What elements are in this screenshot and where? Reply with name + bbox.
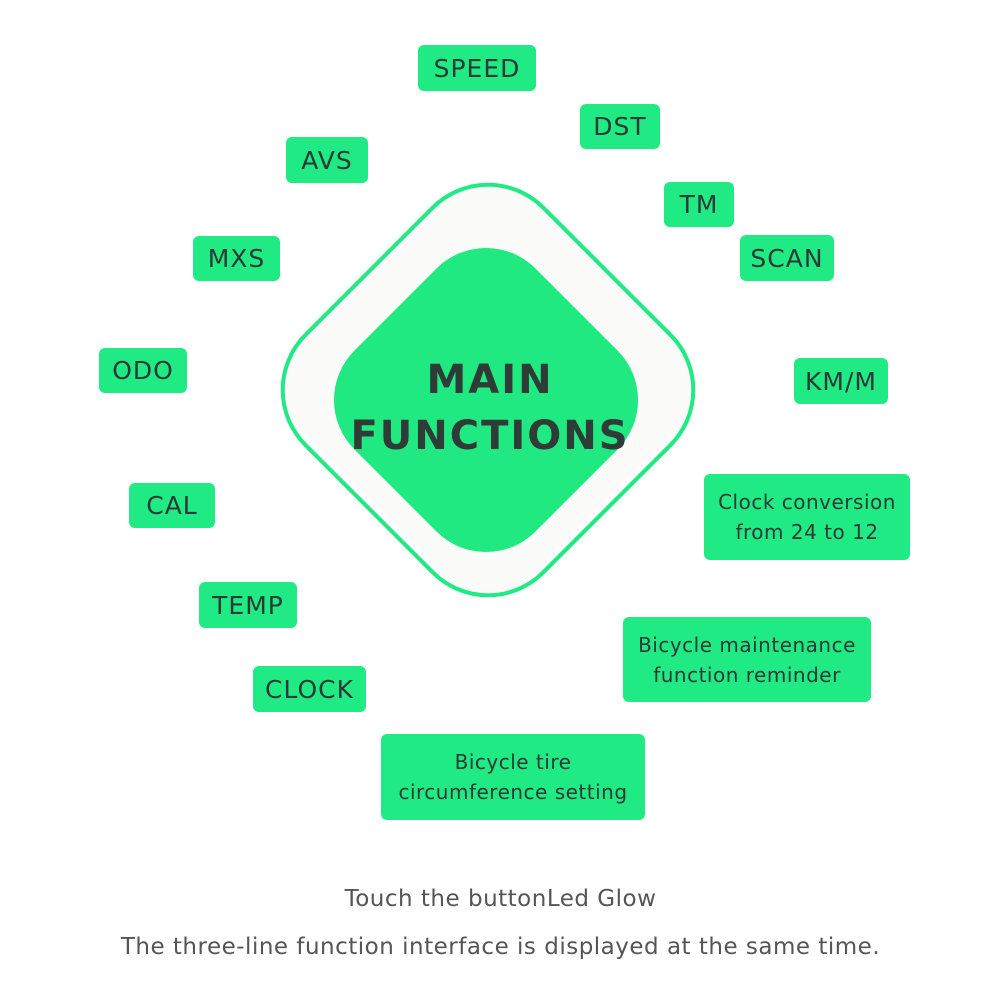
function-tag-label: TM — [679, 190, 719, 219]
function-tag-dst: DST — [580, 104, 660, 149]
function-tag-label: AVS — [301, 145, 353, 175]
function-tag-label: ODO — [112, 356, 174, 385]
caption-line-1: Touch the buttonLed Glow — [344, 886, 657, 912]
function-tag-label: TEMP — [212, 590, 284, 620]
function-tag-clock-conversion: Clock conversion from 24 to 12 — [704, 474, 910, 560]
function-tag-temp: TEMP — [199, 582, 297, 628]
function-tag-tm: TM — [664, 182, 734, 227]
function-tag-line: circumference setting — [398, 780, 628, 804]
function-tag-line: Bicycle maintenance — [638, 632, 856, 657]
function-tag-label: SCAN — [750, 243, 824, 273]
center-title-line-2: FUNCTIONS — [350, 413, 630, 459]
function-tag-clock: CLOCK — [253, 666, 366, 712]
function-tag-label: SPEED — [433, 53, 521, 83]
function-tag-label: CLOCK — [264, 674, 355, 704]
function-tag-line: Clock conversion — [718, 490, 896, 514]
function-tag-scan: SCAN — [740, 235, 834, 281]
function-tag-tire-circumference: Bicycle tire circumference setting — [381, 734, 645, 820]
function-tag-label: DST — [593, 112, 647, 141]
function-tag-cal: CAL — [129, 483, 215, 528]
function-tag-label: MXS — [207, 244, 266, 273]
function-tag-odo: ODO — [99, 348, 187, 393]
function-tag-mxs: MXS — [193, 236, 280, 281]
function-tag-line: Bicycle tire — [454, 750, 572, 774]
center-title-line-1: MAIN — [426, 357, 554, 403]
function-tag-km-m: KM/M — [794, 358, 888, 404]
function-tag-label: CAL — [146, 491, 198, 520]
function-tag-line: function reminder — [653, 662, 841, 687]
function-tag-maintenance: Bicycle maintenance function reminder — [623, 617, 871, 702]
function-tag-speed: SPEED — [418, 45, 536, 91]
function-tag-line: from 24 to 12 — [735, 520, 879, 544]
function-tag-label: KM/M — [805, 366, 877, 396]
caption-line-2: The three-line function interface is dis… — [120, 934, 881, 960]
function-tag-avs: AVS — [286, 137, 368, 183]
center-title: MAIN FUNCTIONS — [330, 352, 650, 464]
